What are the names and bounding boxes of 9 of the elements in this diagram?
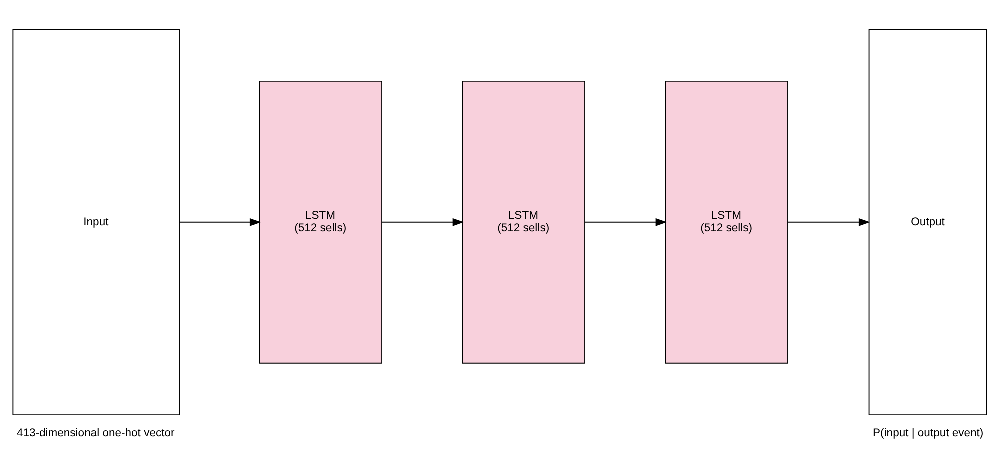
node-box: LSTM (512 sells) (462, 80, 586, 364)
node-label: 413-dimensional one-hot vector (16, 427, 175, 440)
arrow (788, 218, 870, 226)
arrow (382, 218, 464, 226)
node-box: LSTM (512 sells) (665, 80, 788, 364)
node-label: P(input | output event) (873, 427, 984, 440)
node-box: LSTM (512 sells) (259, 80, 382, 364)
arrow (178, 218, 262, 226)
arrow (584, 218, 668, 226)
